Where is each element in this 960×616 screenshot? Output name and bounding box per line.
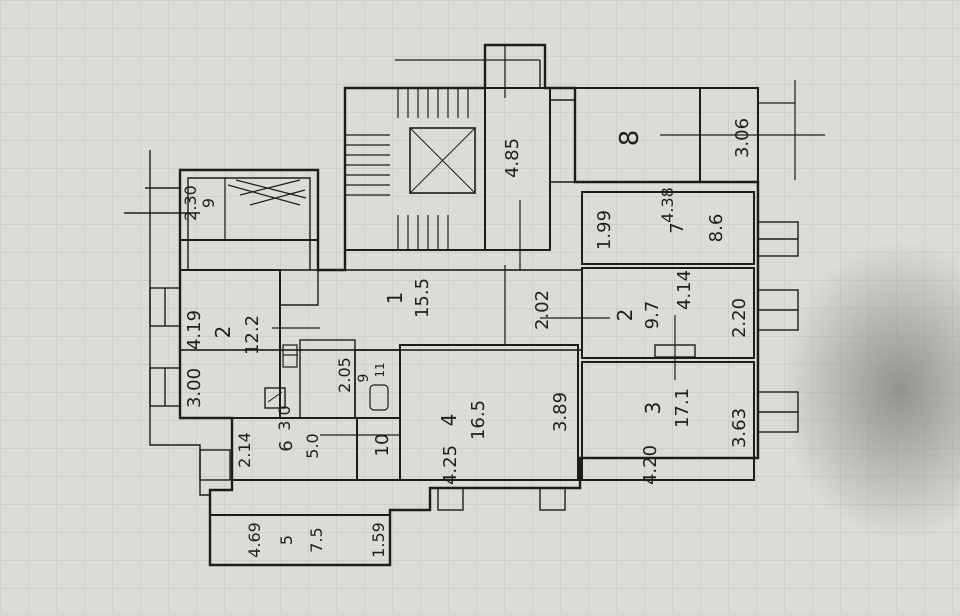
room-4-area: 16.5 (468, 400, 489, 440)
outer-wall-inner (187, 177, 311, 270)
room-3-dim-a: 4.20 (640, 445, 661, 485)
room-1-dim: 2.02 (532, 290, 553, 330)
room-3-number: 3 (641, 402, 665, 415)
room-3-dim-b: 3.63 (729, 408, 750, 448)
room-5-area: 7.5 (307, 527, 326, 552)
room-1-number: 1 (383, 292, 407, 305)
room-2b-dim-b: 2.20 (729, 298, 750, 338)
room-2-dim-a: 4.19 (184, 310, 205, 350)
elevator-shaft (409, 127, 476, 194)
stair-dim: 4.85 (502, 138, 523, 178)
room-4-dim-b: 3.89 (550, 392, 571, 432)
room-2b-dim-a: 4.14 (674, 270, 695, 310)
wc-number: 9 (356, 374, 372, 383)
room-2-dim-b: 3.00 (184, 368, 205, 408)
photo-shadow (780, 240, 960, 540)
walls (124, 43, 825, 567)
room-10-number: 10 (372, 434, 393, 457)
room-2b-area: 9.7 (642, 301, 663, 330)
room-5-dim-a: 4.69 (245, 522, 264, 558)
room-4-dim-a: 4.25 (440, 445, 461, 485)
room-8-label: 8 (615, 130, 645, 147)
left-stair-dim: 2.30 (181, 185, 200, 221)
room-6-dim: 2.14 (235, 432, 254, 468)
room-5-number: 5 (277, 535, 296, 545)
room-2-area: 12.2 (242, 315, 263, 355)
room-1-area: 15.5 (412, 278, 433, 318)
room-7-area: 8.6 (706, 214, 727, 243)
room-8-dim: 3.06 (732, 118, 753, 158)
room-6-dim-b: 3.0 (275, 405, 294, 430)
corridor-dim: 2.05 (335, 357, 354, 393)
left-stair-label: 9 (199, 198, 218, 208)
room-6-number: 6 (276, 440, 297, 451)
wc-label: 11 (373, 362, 387, 377)
room-2b-number: 2 (613, 309, 637, 322)
room-7-number: 7 (667, 222, 688, 233)
room-3-area: 17.1 (672, 388, 693, 428)
room-7-dim-a: 4.38 (658, 187, 677, 223)
room-6-area: 5.0 (303, 433, 322, 458)
room-labels: 1 15.5 2.02 2 12.2 4.19 3.00 2 9.7 4.14 … (181, 118, 753, 558)
room-5-dim-b: 1.59 (369, 522, 388, 558)
room-2-number: 2 (211, 326, 235, 339)
room-4-number: 4 (437, 414, 461, 427)
room-7-dim-b: 1.99 (594, 210, 615, 250)
